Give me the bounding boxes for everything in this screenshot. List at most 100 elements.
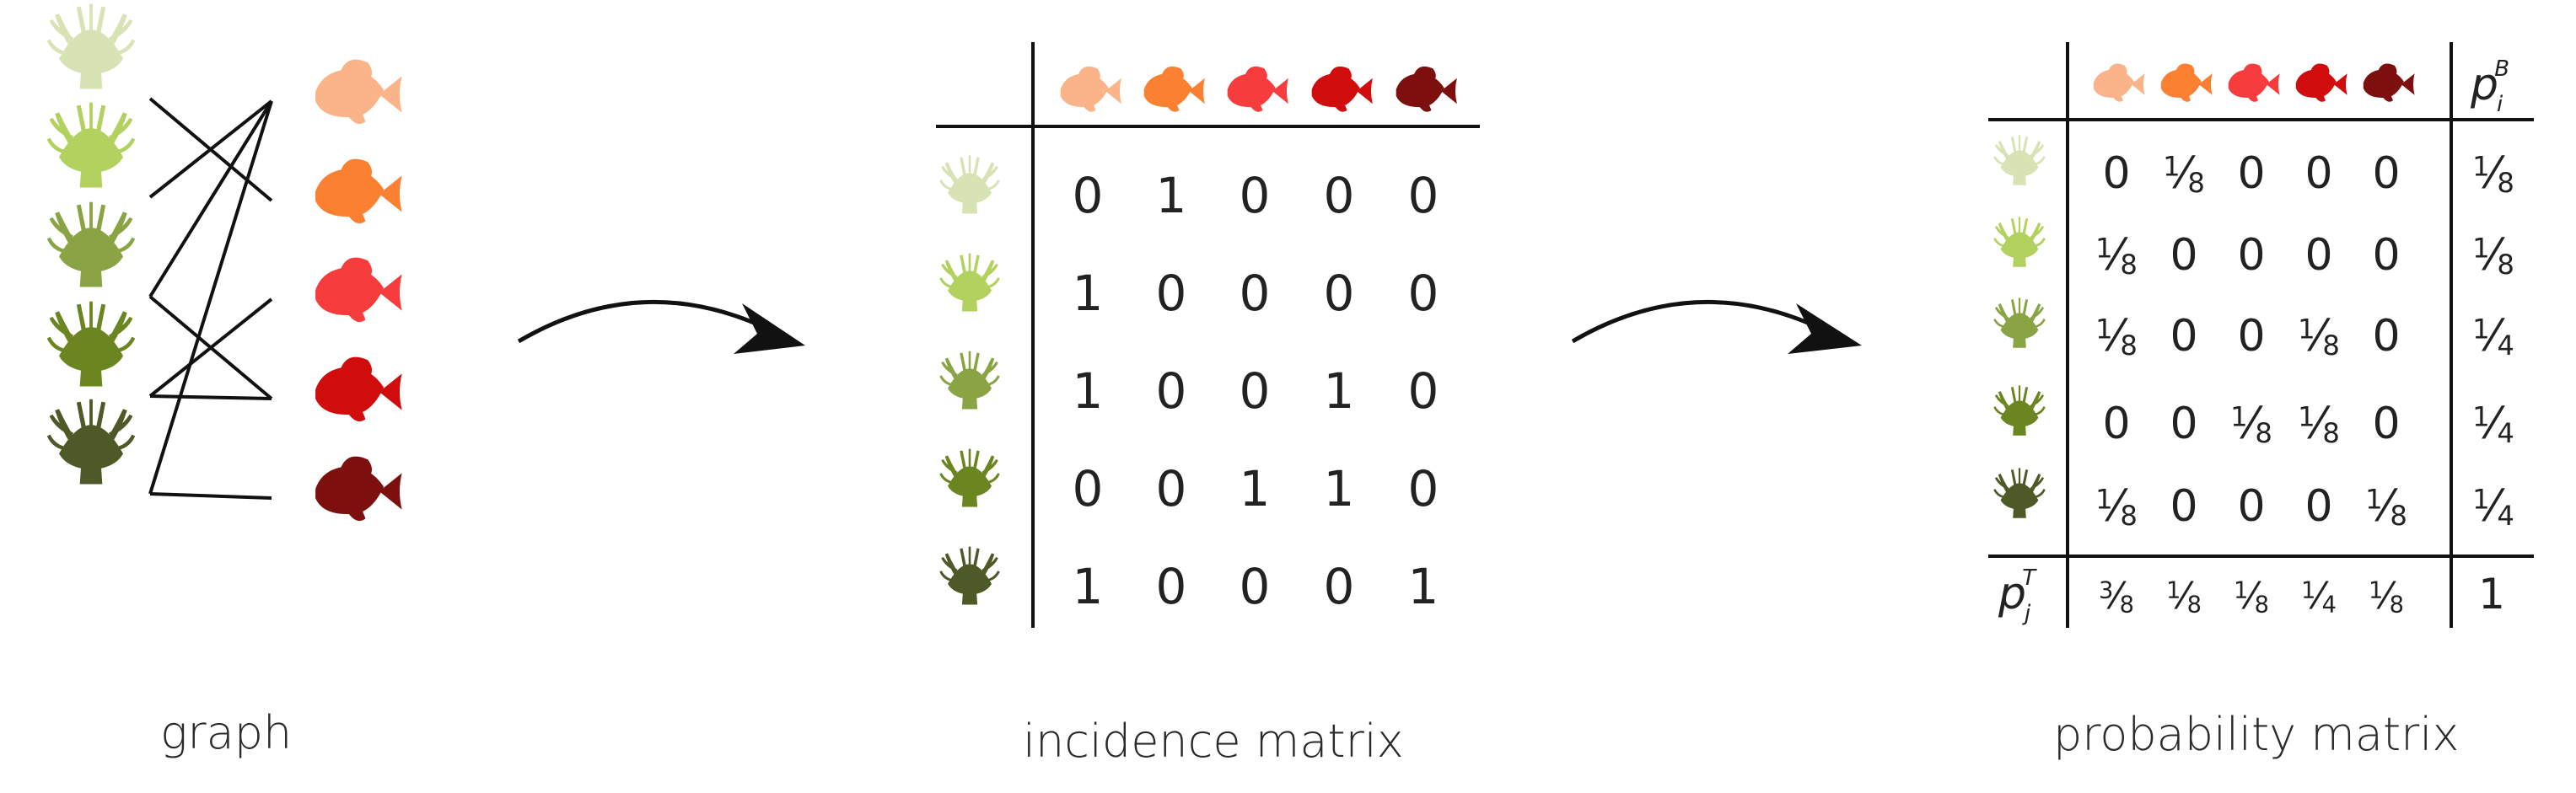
fish-icon bbox=[315, 59, 402, 125]
plant-icon bbox=[46, 201, 136, 287]
matrix-cell: 0 bbox=[1073, 460, 1104, 517]
matrix-cell: 1⁄8 bbox=[2163, 148, 2205, 199]
probability-matrix-label: probability matrix bbox=[2053, 708, 2460, 761]
plant-icon bbox=[939, 253, 1000, 312]
plant-icon bbox=[939, 155, 1000, 214]
plant-icon bbox=[1993, 468, 2046, 518]
matrix-cell: 0 bbox=[1408, 167, 1439, 224]
matrix-cell: 0 bbox=[2304, 481, 2332, 532]
fish-icon bbox=[1060, 66, 1121, 112]
fish-icon bbox=[315, 257, 402, 323]
plant-icon bbox=[1993, 135, 2046, 185]
graph-edge bbox=[149, 492, 272, 500]
matrix-cell: 1 bbox=[1324, 362, 1355, 420]
curved-arrow-icon bbox=[1571, 299, 1862, 354]
plant-icon bbox=[1993, 217, 2046, 267]
matrix-cell: 0 bbox=[2170, 399, 2197, 449]
graph-edge bbox=[148, 99, 273, 298]
matrix-cell: 0 bbox=[1156, 558, 1187, 615]
column-marginal-value: 1⁄4 bbox=[2301, 575, 2337, 618]
plant-icon bbox=[939, 546, 1000, 605]
graph-edge bbox=[148, 297, 273, 398]
matrix-cell: 0 bbox=[1324, 558, 1355, 615]
matrix-cell: 1⁄8 bbox=[2095, 311, 2138, 362]
incidence-plant-header bbox=[939, 155, 1000, 605]
row-marginals: 1⁄81⁄81⁄41⁄41⁄4 bbox=[2472, 148, 2514, 532]
matrix-cell: 0 bbox=[1408, 460, 1439, 517]
fish-icon bbox=[2160, 63, 2213, 102]
column-marginal-value: 1⁄8 bbox=[2369, 575, 2404, 618]
fish-icon bbox=[1227, 66, 1288, 112]
matrix-cell: 0 bbox=[2102, 148, 2130, 199]
graph-plant-column bbox=[46, 3, 136, 485]
matrix-cell: 0 bbox=[2102, 399, 2130, 449]
curved-arrow-icon bbox=[517, 299, 805, 354]
matrix-cell: 1⁄8 bbox=[2298, 399, 2340, 449]
matrix-cell: 0 bbox=[1240, 362, 1271, 420]
column-marginal-label: pjT bbox=[1998, 565, 2037, 626]
matrix-cell: 0 bbox=[2304, 230, 2332, 281]
matrix-cell: 0 bbox=[1408, 362, 1439, 420]
matrix-cell: 0 bbox=[1073, 167, 1104, 224]
matrix-cell: 0 bbox=[1240, 265, 1271, 322]
fish-icon bbox=[1396, 66, 1457, 112]
matrix-cell: 0 bbox=[1324, 167, 1355, 224]
column-marginal-value: 1⁄8 bbox=[2234, 575, 2269, 618]
total-probability: 1 bbox=[2478, 570, 2505, 619]
matrix-cell: 0 bbox=[1324, 265, 1355, 322]
matrix-cell: 0 bbox=[2304, 148, 2332, 199]
matrix-cell: 0 bbox=[2372, 399, 2400, 449]
matrix-cell: 1 bbox=[1324, 460, 1355, 517]
matrix-cell: 1 bbox=[1240, 460, 1271, 517]
graph-edge bbox=[148, 99, 273, 199]
fish-icon bbox=[2093, 63, 2145, 102]
matrix-cell: 0 bbox=[2237, 230, 2265, 281]
matrix-cell: 0 bbox=[1240, 558, 1271, 615]
row-marginal-value: 1⁄4 bbox=[2472, 481, 2514, 532]
plant-icon bbox=[46, 102, 136, 188]
matrix-cell: 1⁄8 bbox=[2298, 311, 2340, 362]
column-marginals: 3⁄81⁄81⁄81⁄41⁄8 bbox=[2099, 575, 2404, 618]
fish-icon bbox=[1311, 66, 1373, 112]
matrix-cell: 0 bbox=[1156, 460, 1187, 517]
plant-icon bbox=[46, 3, 136, 89]
fish-icon bbox=[2228, 63, 2280, 102]
matrix-cell: 0 bbox=[2170, 481, 2197, 532]
matrix-cell: 0 bbox=[1408, 265, 1439, 322]
fish-icon bbox=[2295, 63, 2347, 102]
plant-icon bbox=[1993, 385, 2046, 436]
plant-icon bbox=[46, 301, 136, 387]
matrix-cell: 0 bbox=[2237, 481, 2265, 532]
matrix-cell: 1 bbox=[1073, 265, 1104, 322]
plant-icon bbox=[939, 448, 1000, 507]
plant-icon bbox=[46, 399, 136, 485]
row-marginal-value: 1⁄4 bbox=[2472, 311, 2514, 362]
graph-label: graph bbox=[160, 706, 293, 759]
matrix-cell: 0 bbox=[2237, 311, 2265, 362]
graph-edge bbox=[148, 100, 273, 495]
matrix-cell: 1⁄8 bbox=[2095, 230, 2138, 281]
matrix-cell: 0 bbox=[2170, 311, 2197, 362]
matrix-cell: 0 bbox=[1156, 265, 1187, 322]
probability-plant-header bbox=[1993, 135, 2046, 518]
fish-icon bbox=[315, 456, 402, 522]
matrix-cell: 0 bbox=[2237, 148, 2265, 199]
row-marginal-value: 1⁄8 bbox=[2472, 230, 2514, 281]
matrix-cell: 1 bbox=[1073, 362, 1104, 420]
matrix-cell: 1⁄8 bbox=[2230, 399, 2272, 449]
matrix-cell: 0 bbox=[2372, 148, 2400, 199]
row-marginal-label: piB bbox=[2470, 56, 2509, 117]
fish-icon bbox=[1143, 66, 1205, 112]
probability-fish-header bbox=[2093, 63, 2415, 102]
graph-edge bbox=[149, 394, 272, 400]
row-marginal-value: 1⁄8 bbox=[2472, 148, 2514, 199]
matrix-cell: 0 bbox=[1240, 167, 1271, 224]
matrix-cell: 1 bbox=[1156, 167, 1187, 224]
fish-icon bbox=[2363, 63, 2415, 102]
fish-icon bbox=[315, 356, 402, 422]
matrix-cell: 0 bbox=[1156, 362, 1187, 420]
